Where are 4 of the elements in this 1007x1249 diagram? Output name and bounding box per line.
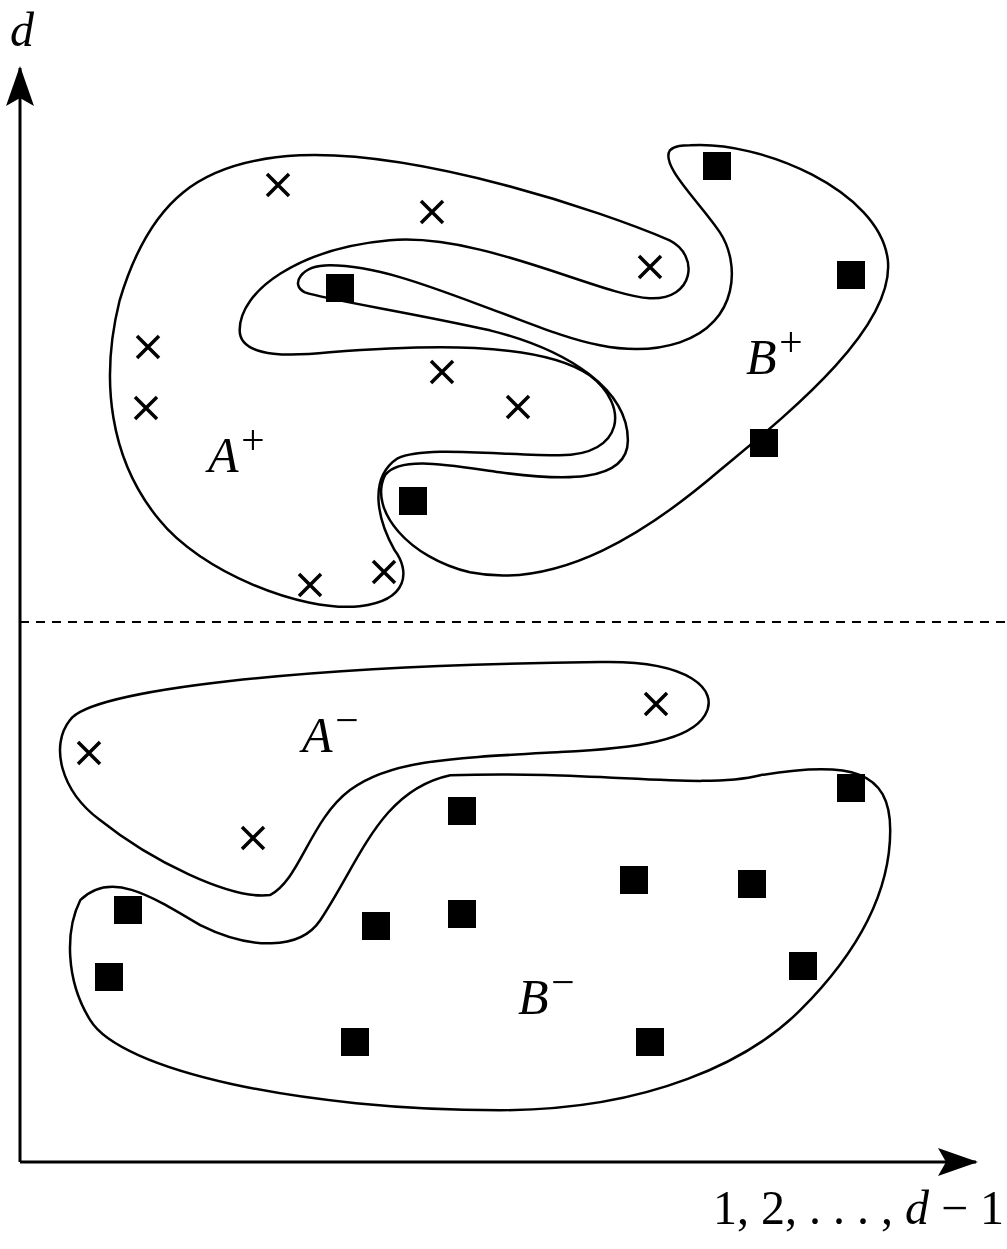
- region-label: B$^{−}$: [518, 962, 577, 1022]
- axis-label: d: [10, 6, 34, 54]
- axis-label: 1, 2, . . . , d − 1: [712, 1184, 1004, 1232]
- region-label: B$^{+}$: [746, 322, 805, 382]
